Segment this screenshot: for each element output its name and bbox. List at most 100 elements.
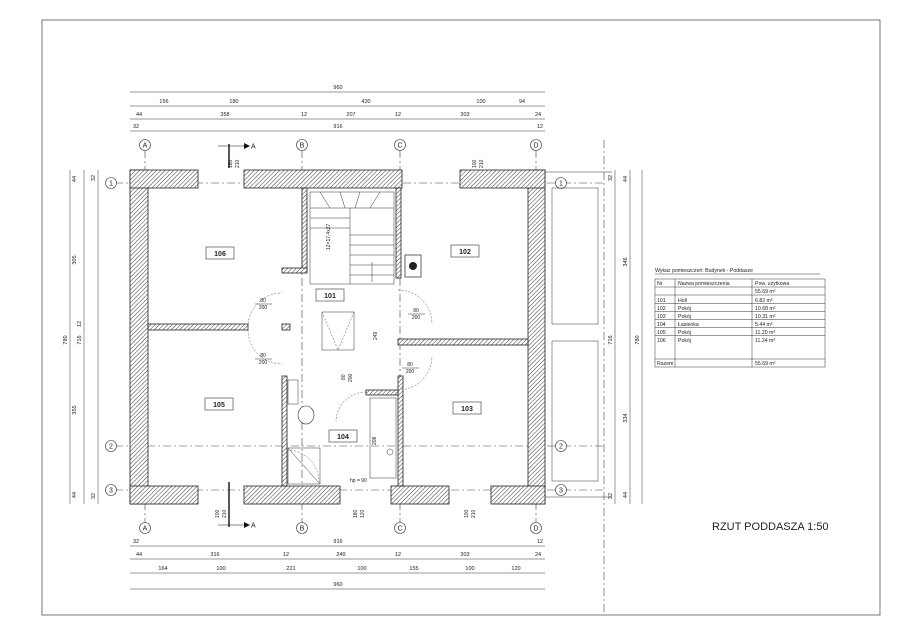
dimension-label: 305 (72, 255, 78, 264)
dimension-label: 44 (136, 552, 142, 558)
dimension-label: 210 (222, 509, 228, 518)
dimension-label: 180 (353, 509, 359, 518)
right-dimensions: 716 44 346 334 44 780 32 32 (608, 170, 643, 504)
axis-label-a-top: A (143, 143, 148, 150)
dimension-label: 102 (657, 306, 666, 312)
bath-height-label: 208 (372, 436, 378, 445)
dimension-label: Pokój (678, 338, 691, 344)
axis-label-c-bottom: C (397, 526, 402, 533)
dimension-label: 32 (133, 539, 139, 545)
dimension-label: 221 (286, 566, 295, 572)
table-footer-label: Razem (657, 361, 673, 367)
dimension-label: 12 (283, 552, 289, 558)
dimension-label: 12 (537, 539, 543, 545)
dimension-label: 303 (460, 552, 469, 558)
top-dimensions: 960 156 180 430 100 94 44 358 12 207 12 … (130, 85, 545, 132)
dimension-label: 105 (657, 330, 666, 336)
dimension-label: 210 (479, 159, 485, 168)
left-dimensions: 780 716 12 44 305 355 44 32 32 (63, 170, 99, 504)
room-102-label: 102 (459, 249, 471, 256)
table-header-nr: Nr (657, 281, 663, 287)
dimension-label: 346 (623, 257, 629, 266)
roof-outline (545, 171, 612, 498)
dimension-label: 44 (136, 112, 142, 118)
room-104-label: 104 (337, 434, 349, 441)
dimension-label: Holl (678, 298, 687, 304)
axis-bubbles: A B C D A B C D 1 2 3 1 2 3 (105, 139, 567, 534)
dimension-label: 12 (537, 124, 543, 130)
dimension-label: 44 (72, 492, 78, 498)
dimension-label: 44 (623, 492, 629, 498)
room-106-label: 106 (214, 251, 226, 258)
stove-icon (404, 254, 422, 278)
axis-label-2-left: 2 (109, 444, 113, 451)
dimension-label: 32 (608, 493, 614, 499)
dimension-label: 100 (465, 566, 474, 572)
dimension-label: 355 (72, 405, 78, 414)
dimension-label: 249 (336, 552, 345, 558)
dimension-label: 106 (657, 338, 666, 344)
axis-label-c-top: C (397, 143, 402, 150)
dimension-label: 156 (159, 99, 168, 105)
door-size-labels: 80 200 80 200 80 200 80 200 80 200 249 2… (255, 298, 425, 484)
dimension-label: 11.24 m² (755, 338, 775, 344)
dimension-label: 5.44 m² (755, 322, 773, 328)
stair-height-label: 249 (373, 331, 379, 340)
dimension-label: 12 (77, 321, 83, 327)
dimension-label: 430 (361, 99, 370, 105)
table-caption: Wykaz pomieszczeń: Budynek - Poddasze (655, 268, 753, 274)
dimension-label: 303 (460, 112, 469, 118)
dimension-label: 960 (333, 582, 342, 588)
window-size-labels: 180 210 100 210 100 210 180 120 100 210 (215, 159, 485, 518)
axis-label-a-bottom: A (143, 526, 148, 533)
axis-label-2-right: 2 (559, 444, 563, 451)
dimension-label: Pokój (678, 314, 691, 320)
axis-label-3-left: 3 (109, 488, 113, 495)
dimension-label: 80 (260, 298, 266, 304)
axis-label-3-right: 3 (559, 488, 563, 495)
dimension-label: 32 (91, 175, 97, 181)
dimension-label: 180 (228, 159, 234, 168)
dimension-label: 916 (333, 539, 342, 545)
dimension-label: 200 (348, 373, 354, 382)
dimension-label: 32 (91, 493, 97, 499)
dimension-label: 316 (210, 552, 219, 558)
room-105-label: 105 (213, 402, 225, 409)
dimension-label: 334 (623, 413, 629, 422)
dimension-label: 32 (608, 175, 614, 181)
dimension-label: 100 (357, 566, 366, 572)
page-title: RZUT PODDASZA 1:50 (712, 521, 829, 533)
dimension-label: 780 (635, 335, 641, 344)
dimension-label: 358 (220, 112, 229, 118)
dimension-label: 210 (471, 509, 477, 518)
table-footer-total: 55.69 m² (755, 361, 776, 367)
dimension-label: 10.31 m² (755, 314, 776, 320)
dimension-label: 916 (333, 124, 342, 130)
dimension-label: 210 (235, 159, 241, 168)
dimension-label: 200 (406, 369, 415, 375)
dimension-label: 12 (395, 552, 401, 558)
dimension-label: 207 (346, 112, 355, 118)
section-mark-bottom: A (251, 523, 256, 530)
dimension-label: 100 (464, 509, 470, 518)
dimension-label: Pokój (678, 330, 691, 336)
axis-label-b-top: B (300, 143, 305, 150)
dimension-label: 716 (608, 335, 614, 344)
dimension-label: 44 (72, 176, 78, 182)
dimension-label: 155 (409, 566, 418, 572)
dimension-label: 94 (519, 99, 525, 105)
staircase: 12×17,4x27 (309, 191, 395, 285)
bottom-dimensions: 32 916 12 44 316 12 249 12 303 24 164 10… (130, 539, 545, 590)
dimension-label: 104 (657, 322, 666, 328)
bathroom-fixtures (287, 379, 397, 485)
dimension-label: 780 (63, 335, 69, 344)
dimension-label: 716 (77, 335, 83, 344)
hp-label: hp = 90 (350, 478, 367, 484)
axis-label-1-right: 1 (559, 181, 563, 188)
dimension-label: Pokój (678, 306, 691, 312)
dimension-label: 12 (301, 112, 307, 118)
dimension-label: 180 (229, 99, 238, 105)
dimension-label: 80 (341, 374, 347, 380)
axis-label-b-bottom: B (300, 526, 305, 533)
